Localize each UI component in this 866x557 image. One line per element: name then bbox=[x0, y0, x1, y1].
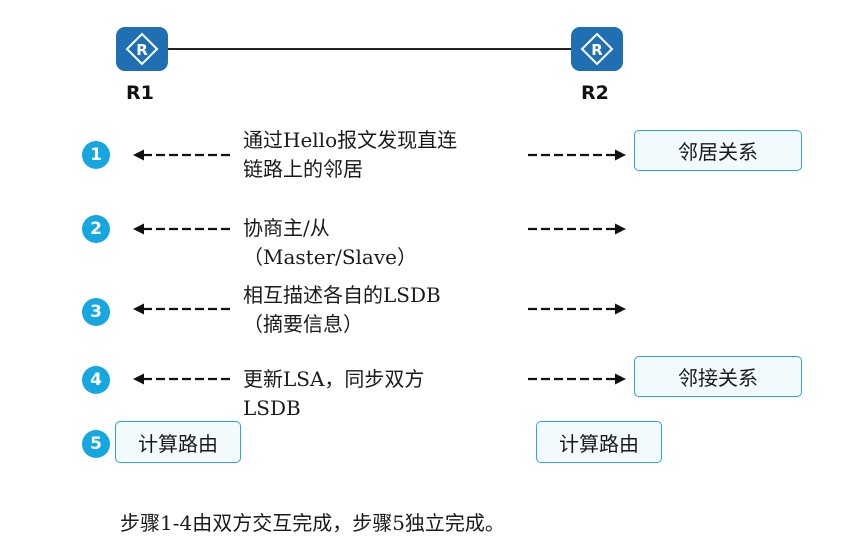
left-arrow bbox=[133, 302, 231, 316]
router-icon: R bbox=[580, 32, 614, 66]
svg-text:R: R bbox=[591, 41, 603, 59]
step-2-badge: 2 bbox=[82, 215, 110, 243]
left-arrow bbox=[133, 372, 231, 386]
right-arrow bbox=[528, 302, 626, 316]
svg-text:R: R bbox=[136, 41, 148, 59]
step-2-text: 协商主/从 （Master/Slave） bbox=[243, 214, 417, 272]
link-line bbox=[168, 48, 571, 50]
router-r1: R bbox=[116, 27, 168, 71]
r1-compute-route-box: 计算路由 bbox=[115, 421, 241, 463]
step-2-line-1: 协商主/从 bbox=[243, 216, 330, 240]
router-r2-label: R2 bbox=[581, 82, 609, 104]
r2-compute-route-box: 计算路由 bbox=[536, 421, 662, 463]
step-3-line-1: 相互描述各自的LSDB bbox=[243, 283, 441, 307]
step-4-line-2: LSDB bbox=[243, 396, 301, 420]
footer-note: 步骤1-4由双方交互完成，步骤5独立完成。 bbox=[120, 511, 505, 535]
left-arrow bbox=[133, 222, 231, 236]
step-3-text: 相互描述各自的LSDB （摘要信息） bbox=[243, 281, 441, 339]
step-2-line-2: （Master/Slave） bbox=[243, 245, 417, 269]
router-r2: R bbox=[571, 27, 623, 71]
step-1-badge: 1 bbox=[82, 141, 110, 169]
step-4-line-1: 更新LSA，同步双方 bbox=[243, 367, 425, 391]
right-arrow bbox=[528, 148, 626, 162]
router-icon: R bbox=[125, 32, 159, 66]
step-4-text: 更新LSA，同步双方 LSDB bbox=[243, 365, 424, 423]
step-4-badge: 4 bbox=[82, 366, 110, 394]
step-3-badge: 3 bbox=[82, 298, 110, 326]
router-r1-label: R1 bbox=[126, 82, 154, 104]
neighbor-relation-box: 邻居关系 bbox=[634, 130, 802, 171]
step-1-text: 通过Hello报文发现直连 链路上的邻居 bbox=[243, 126, 457, 184]
left-arrow bbox=[133, 148, 231, 162]
right-arrow bbox=[528, 222, 626, 236]
step-1-line-2: 链路上的邻居 bbox=[243, 157, 363, 181]
step-3-line-2: （摘要信息） bbox=[243, 312, 363, 336]
step-5-badge: 5 bbox=[82, 430, 110, 458]
step-1-line-1: 通过Hello报文发现直连 bbox=[243, 128, 458, 152]
right-arrow bbox=[528, 372, 626, 386]
adjacency-relation-box: 邻接关系 bbox=[634, 356, 802, 397]
